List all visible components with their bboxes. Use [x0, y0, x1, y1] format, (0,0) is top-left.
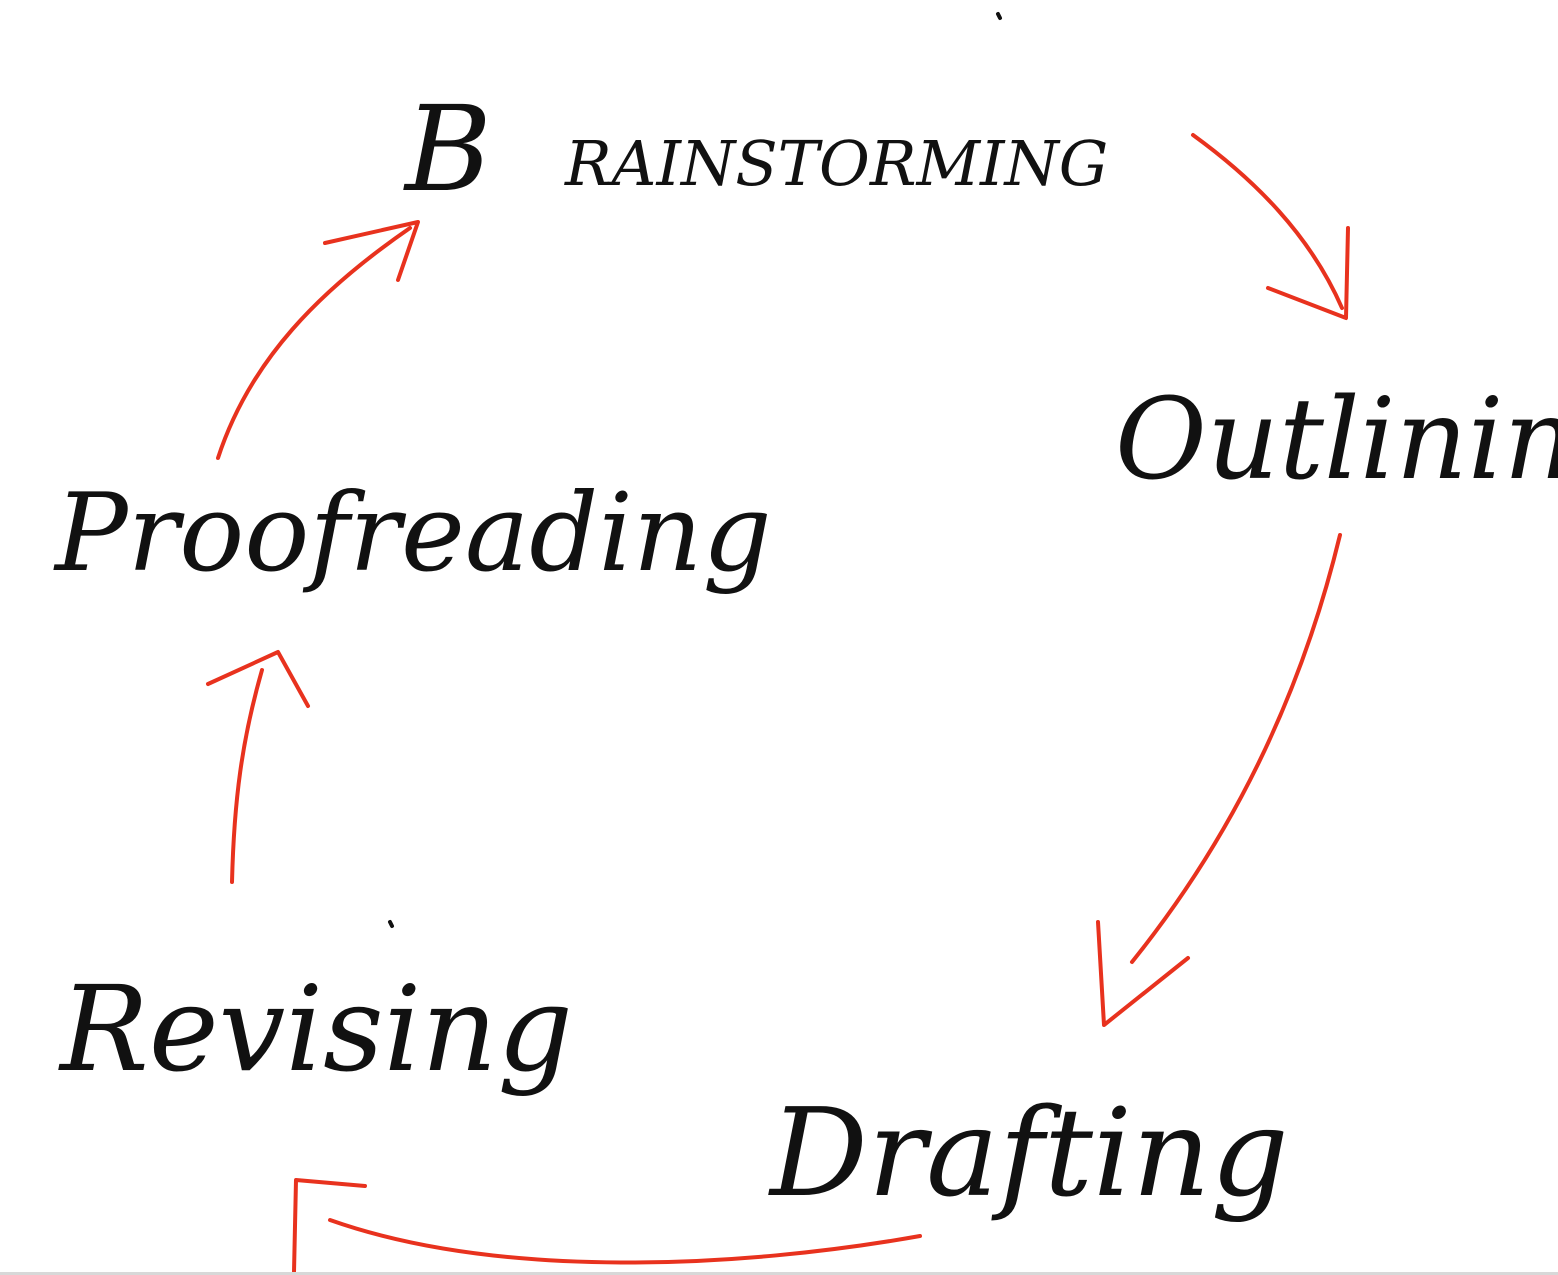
stray-ink-mark [996, 12, 1002, 20]
arrow-proofreading-to-brainstorming [216, 220, 420, 460]
arrow-head [206, 650, 310, 708]
stage-drafting-label: Drafting [768, 1082, 1289, 1224]
stray-ink-dot [388, 920, 394, 928]
stage-outlining: Outlining [1115, 375, 1558, 505]
stage-revising-label: Revising [58, 960, 573, 1098]
arrow-shaft [1191, 133, 1344, 310]
arrow-shaft [328, 1218, 922, 1265]
stage-brainstorming-initial: B [403, 80, 492, 218]
arrow-head [323, 220, 420, 282]
arrow-head [292, 1178, 367, 1274]
arrow-brainstorming-to-outlining [1191, 133, 1350, 320]
arrow-head [1266, 226, 1350, 320]
stage-proofreading-label: Proofreading [53, 471, 772, 596]
arrow-revising-to-proofreading [206, 650, 310, 884]
stage-revising: Revising [58, 920, 573, 1098]
stage-brainstorming: B RAINSTORMING [403, 12, 1108, 218]
arrow-outlining-to-drafting [1096, 533, 1342, 1027]
stage-drafting: Drafting [768, 1082, 1289, 1224]
arrow-shaft [1130, 533, 1342, 964]
arrow-shaft [230, 668, 264, 884]
stage-proofreading: Proofreading [53, 471, 772, 596]
arrow-drafting-to-revising [292, 1178, 922, 1274]
arrow-head [1096, 920, 1190, 1027]
bottom-edge-divider [0, 1272, 1558, 1275]
stage-brainstorming-label: RAINSTORMING [564, 127, 1108, 200]
arrow-shaft [216, 226, 412, 460]
stage-outlining-label: Outlining [1115, 375, 1558, 505]
